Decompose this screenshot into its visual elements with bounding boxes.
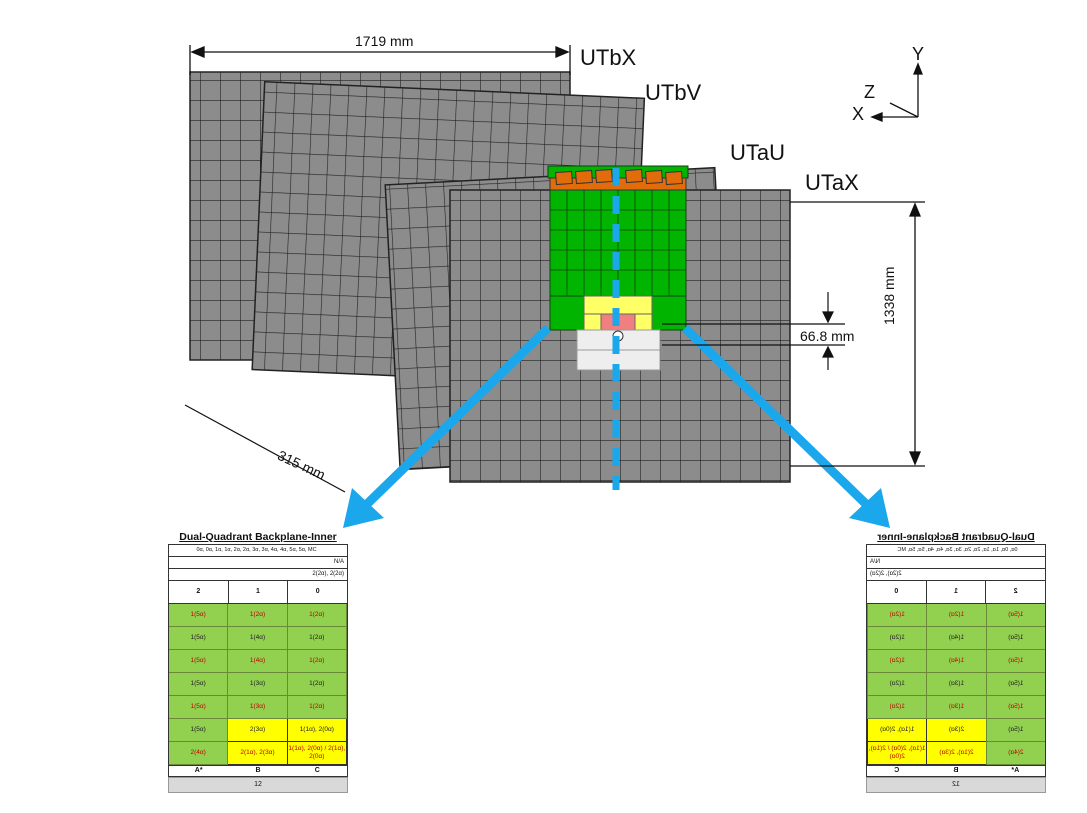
table-title: Dual-Quadrant Backplane-Inner (179, 531, 337, 543)
table-cell: 1(2α) (287, 650, 347, 673)
table-cell: 1(2α) (228, 604, 288, 627)
width-dimension (189, 45, 571, 75)
plane-label-utau: UTaU (730, 140, 786, 165)
table-cell: 1(4α) (926, 627, 986, 650)
table-cell: 1(2α) (287, 673, 347, 696)
table-row-channels: 0α, 0α, 1α, 1α, 2α, 2α, 3α, 3α, 4α, 4α, … (168, 544, 348, 556)
channels-text: 0α, 0α, 1α, 1α, 2α, 2α, 3α, 3α, 4α, 4α, … (897, 547, 1018, 553)
table-cell: 1(5α) (169, 719, 229, 742)
table-cell: 1(2α) (867, 696, 927, 719)
table-cell: 1(1α), 2(0α) / 2(1α), 2(0α) (287, 742, 347, 765)
height-dimension-label: 1338 mm (881, 266, 897, 325)
table-row-na: N/A (866, 556, 1046, 568)
table-cell: 1(5α) (169, 627, 229, 650)
backplane-table-right: Dual-Quadrant Backplane-Inner 0α, 0α, 1α… (866, 530, 1046, 793)
table-row-na: N/A (168, 556, 348, 568)
table-footer: A* B C (866, 765, 1046, 777)
diag-dimension (184, 404, 346, 493)
header-cell: 2 (985, 581, 1045, 603)
extra-text: 2(2α), 2(2α) (312, 571, 344, 577)
plane-label-utbx: UTbX (580, 45, 637, 70)
table-row-extra: 2(2α), 2(2α) (168, 568, 348, 580)
table-cell: 1(3α) (926, 696, 986, 719)
table-cell: 1(2α) (867, 627, 927, 650)
table-cell: 1(5α) (169, 650, 229, 673)
footer-cell: A* (1011, 767, 1020, 774)
extra-text: 2(2α), 2(2α) (870, 571, 902, 577)
table-footer: A* B C (168, 765, 348, 777)
plane-label-utax: UTaX (805, 170, 859, 195)
footer-cell: C (314, 767, 320, 774)
na-text: N/A (333, 559, 344, 565)
table-cell: 1(1α), 2(0α) (287, 719, 347, 742)
blue-arrow-right (681, 324, 890, 528)
table-cell: 1(3α) (228, 696, 288, 719)
table-cell: 1(2α) (287, 604, 347, 627)
table-cell: 1(5α) (985, 673, 1045, 696)
table-cell: 1(5α) (169, 673, 229, 696)
axis-x-label: X (852, 104, 865, 124)
table-cell: 2(1α), 2(3α) (926, 742, 986, 765)
axis-y-label: Y (912, 44, 925, 64)
plane-utax (449, 189, 791, 483)
axes-indicator (870, 62, 923, 122)
table-cell: 2(3α) (228, 719, 288, 742)
table-title: Dual-Quadrant Backplane-Inner (877, 531, 1035, 543)
height-dimension (790, 201, 925, 467)
table-cell: 1(4α) (228, 650, 288, 673)
axis-z-label: Z (864, 82, 875, 102)
backplane-table-left: Dual-Quadrant Backplane-Inner 0α, 0α, 1α… (168, 530, 348, 793)
table-cell: 2(4α) (169, 742, 229, 765)
gap-dimension-label: 66.8 mm (800, 328, 855, 344)
footer-cell: C (894, 767, 900, 774)
header-cell: 2 (169, 581, 229, 603)
table-cell: 1(1α), 2(0α) (867, 719, 927, 742)
table-total: 12 (866, 777, 1046, 793)
header-cell: 0 (315, 588, 320, 595)
footer-cell: B (255, 767, 261, 774)
header-cell: 1 (229, 581, 289, 603)
table-cell: 1(5α) (985, 650, 1045, 673)
table-cell: 1(2α) (287, 696, 347, 719)
table-header: 2 1 0 (866, 580, 1046, 604)
table-cell: 1(2α) (867, 604, 927, 627)
table-cell: 1(2α) (867, 673, 927, 696)
table-body: 1(5α) 1(2α) 1(2α) 1(5α) 1(4α) 1(2α) 1(5α… (168, 604, 348, 765)
table-body: 1(5α) 1(2α) 1(2α) 1(5α) 1(4α) 1(2α) 1(5α… (866, 604, 1046, 765)
na-text: N/A (870, 559, 881, 565)
width-dimension-label: 1719 mm (355, 33, 414, 49)
table-cell: 2(3α) (926, 719, 986, 742)
table-cell: 1(4α) (926, 650, 986, 673)
table-cell: 2(4α) (985, 742, 1045, 765)
header-cell: 0 (894, 588, 899, 595)
table-cell: 1(5α) (169, 604, 229, 627)
blue-arrow-left (343, 324, 552, 528)
table-cell: 1(5α) (985, 627, 1045, 650)
table-cell: 1(4α) (228, 627, 288, 650)
header-cell: 1 (925, 581, 986, 603)
table-cell: 1(2α) (287, 627, 347, 650)
table-cell: 1(1α), 2(0α) / 2(1α), 2(0α) (867, 742, 927, 765)
table-cell: 1(3α) (228, 673, 288, 696)
channels-text: 0α, 0α, 1α, 1α, 2α, 2α, 3α, 3α, 4α, 4α, … (196, 547, 317, 553)
table-cell: 1(5α) (169, 696, 229, 719)
table-cell: 2(1α), 2(3α) (228, 742, 288, 765)
table-cell: 1(2α) (867, 650, 927, 673)
footer-cell: A* (194, 767, 203, 774)
table-cell: 1(5α) (985, 604, 1045, 627)
table-cell: 1(5α) (985, 719, 1045, 742)
table-row-channels: 0α, 0α, 1α, 1α, 2α, 2α, 3α, 3α, 4α, 4α, … (866, 544, 1046, 556)
table-row-extra: 2(2α), 2(2α) (866, 568, 1046, 580)
table-cell: 1(3α) (926, 673, 986, 696)
table-cell: 1(2α) (926, 604, 986, 627)
table-header: 2 1 0 (168, 580, 348, 604)
gap-dimension (662, 292, 845, 370)
footer-cell: B (953, 767, 959, 774)
table-cell: 1(5α) (985, 696, 1045, 719)
table-total: 12 (168, 777, 348, 793)
plane-label-utbv: UTbV (645, 80, 702, 105)
